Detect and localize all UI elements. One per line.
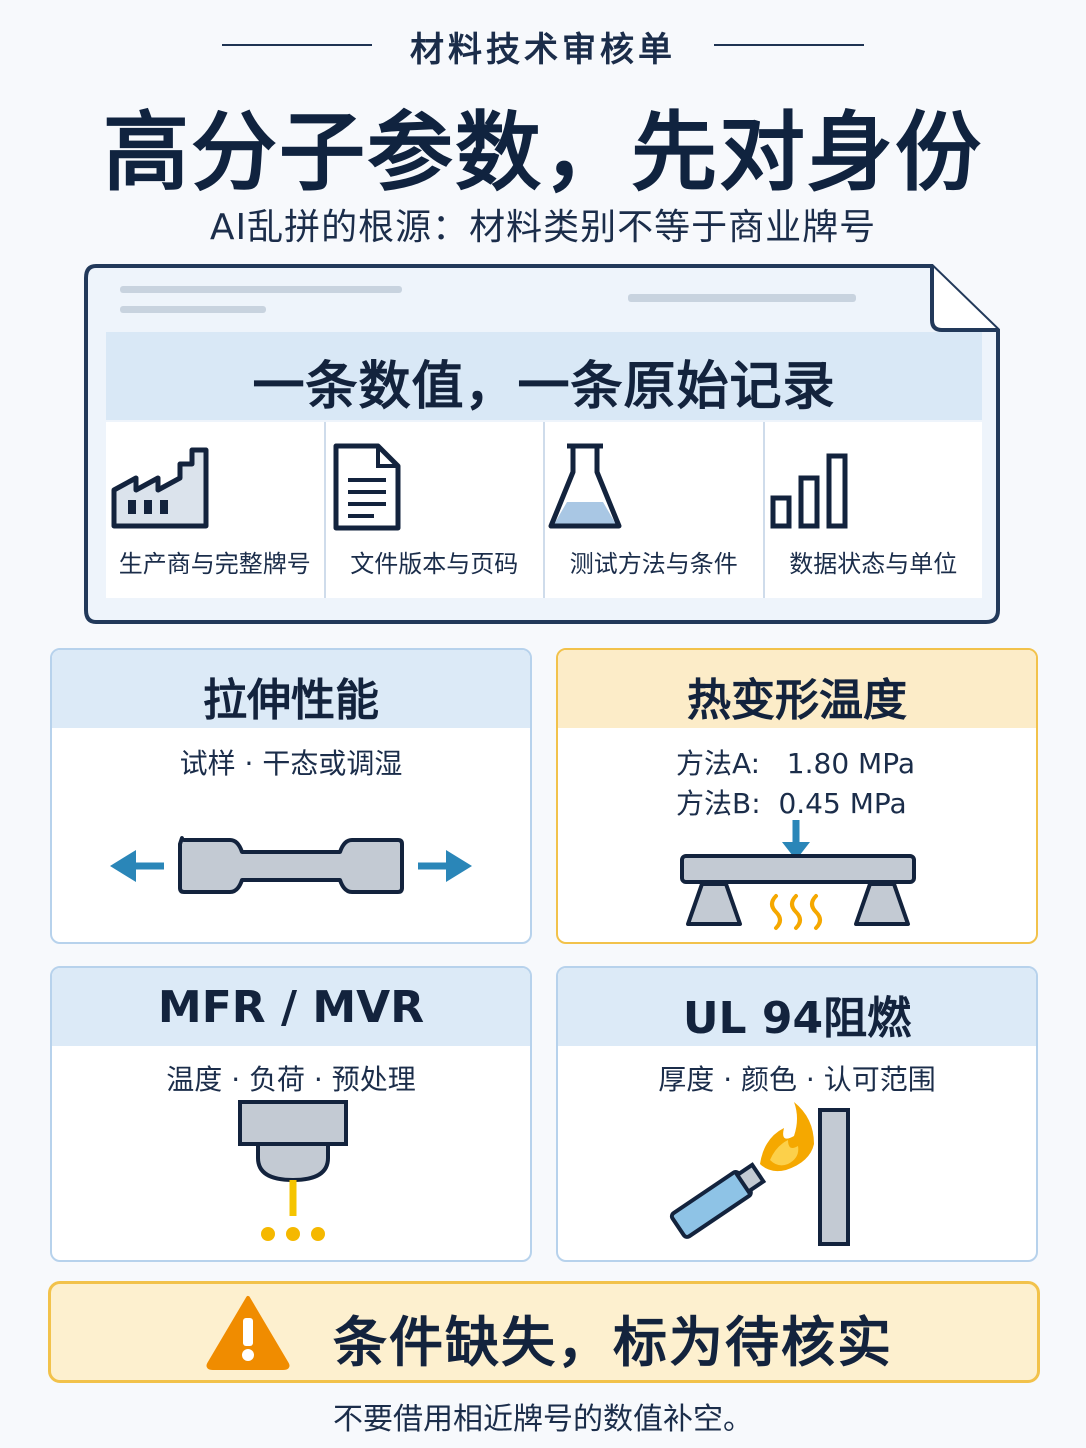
record-headline: 一条数值，一条原始记录 [252,357,836,417]
record-requirements: 生产商与完整牌号 文件版本与页码 [106,422,982,598]
page-title: 高分子参数，先对身份 [103,103,983,203]
record-headline-band [106,332,982,420]
hdt-card: 热变形温度 方法A: 1.80 MPa 方法B: 0.45 MPa [556,648,1038,944]
requirement-method-label: 测试方法与条件 [569,550,738,578]
mfr-card: MFR / MVR 温度 · 负荷 · 预处理 [50,966,532,1262]
tensile-subtitle: 试样 · 干态或调湿 [179,747,403,780]
document-icon [326,442,544,532]
requirement-status: 数据状态与单位 [765,422,983,598]
requirement-manufacturer-label: 生产商与完整牌号 [118,550,311,578]
mfr-subtitle: 温度 · 负荷 · 预处理 [166,1063,416,1096]
hdt-method-b: 方法B: 0.45 MPa [676,787,907,820]
kicker-rule-right [714,44,864,46]
hdt-title: 热变形温度 [687,675,907,726]
melt-extruder-icon [238,1100,348,1241]
ul94-title: UL 94阻燃 [682,993,912,1044]
warning-banner: 条件缺失，标为待核实 [48,1281,1040,1383]
hdt-method-a: 方法A: 1.80 MPa [676,747,915,780]
tensile-specimen-icon [110,836,472,894]
warning-text: 条件缺失，标为待核实 [333,1311,893,1374]
requirement-method: 测试方法与条件 [545,422,765,598]
burner-flame-icon [669,1102,850,1246]
ul94-card-header [558,968,1036,1046]
requirement-document: 文件版本与页码 [326,422,545,598]
record-document-card: 一条数值，一条原始记录 生产商与完整牌号 [84,264,1000,624]
ul94-subtitle: 厚度 · 颜色 · 认可范围 [658,1063,936,1096]
requirement-document-label: 文件版本与页码 [350,550,519,578]
mfr-card-header [52,968,530,1046]
page-subtitle: AI乱拼的根源：材料类别不等于商业牌号 [209,207,877,248]
tensile-title: 拉伸性能 [203,675,379,726]
bar-chart-icon [765,442,983,532]
hdt-bending-icon [680,820,916,930]
ul94-card: UL 94阻燃 厚度 · 颜色 · 认可范围 [556,966,1038,1262]
mfr-title: MFR / MVR [157,982,425,1033]
tensile-card-header [52,650,530,728]
tensile-card: 拉伸性能 试样 · 干态或调湿 [50,648,532,944]
warning-icon [206,1296,290,1370]
kicker-rule-left [222,44,372,46]
footnote: 不要借用相近牌号的数值补空。 [333,1402,753,1437]
requirement-manufacturer: 生产商与完整牌号 [106,422,326,598]
kicker-label: 材料技术审核单 [410,30,676,70]
hdt-card-header [558,650,1036,728]
factory-icon [106,442,324,532]
flask-icon [545,442,763,532]
requirement-status-label: 数据状态与单位 [789,550,958,578]
